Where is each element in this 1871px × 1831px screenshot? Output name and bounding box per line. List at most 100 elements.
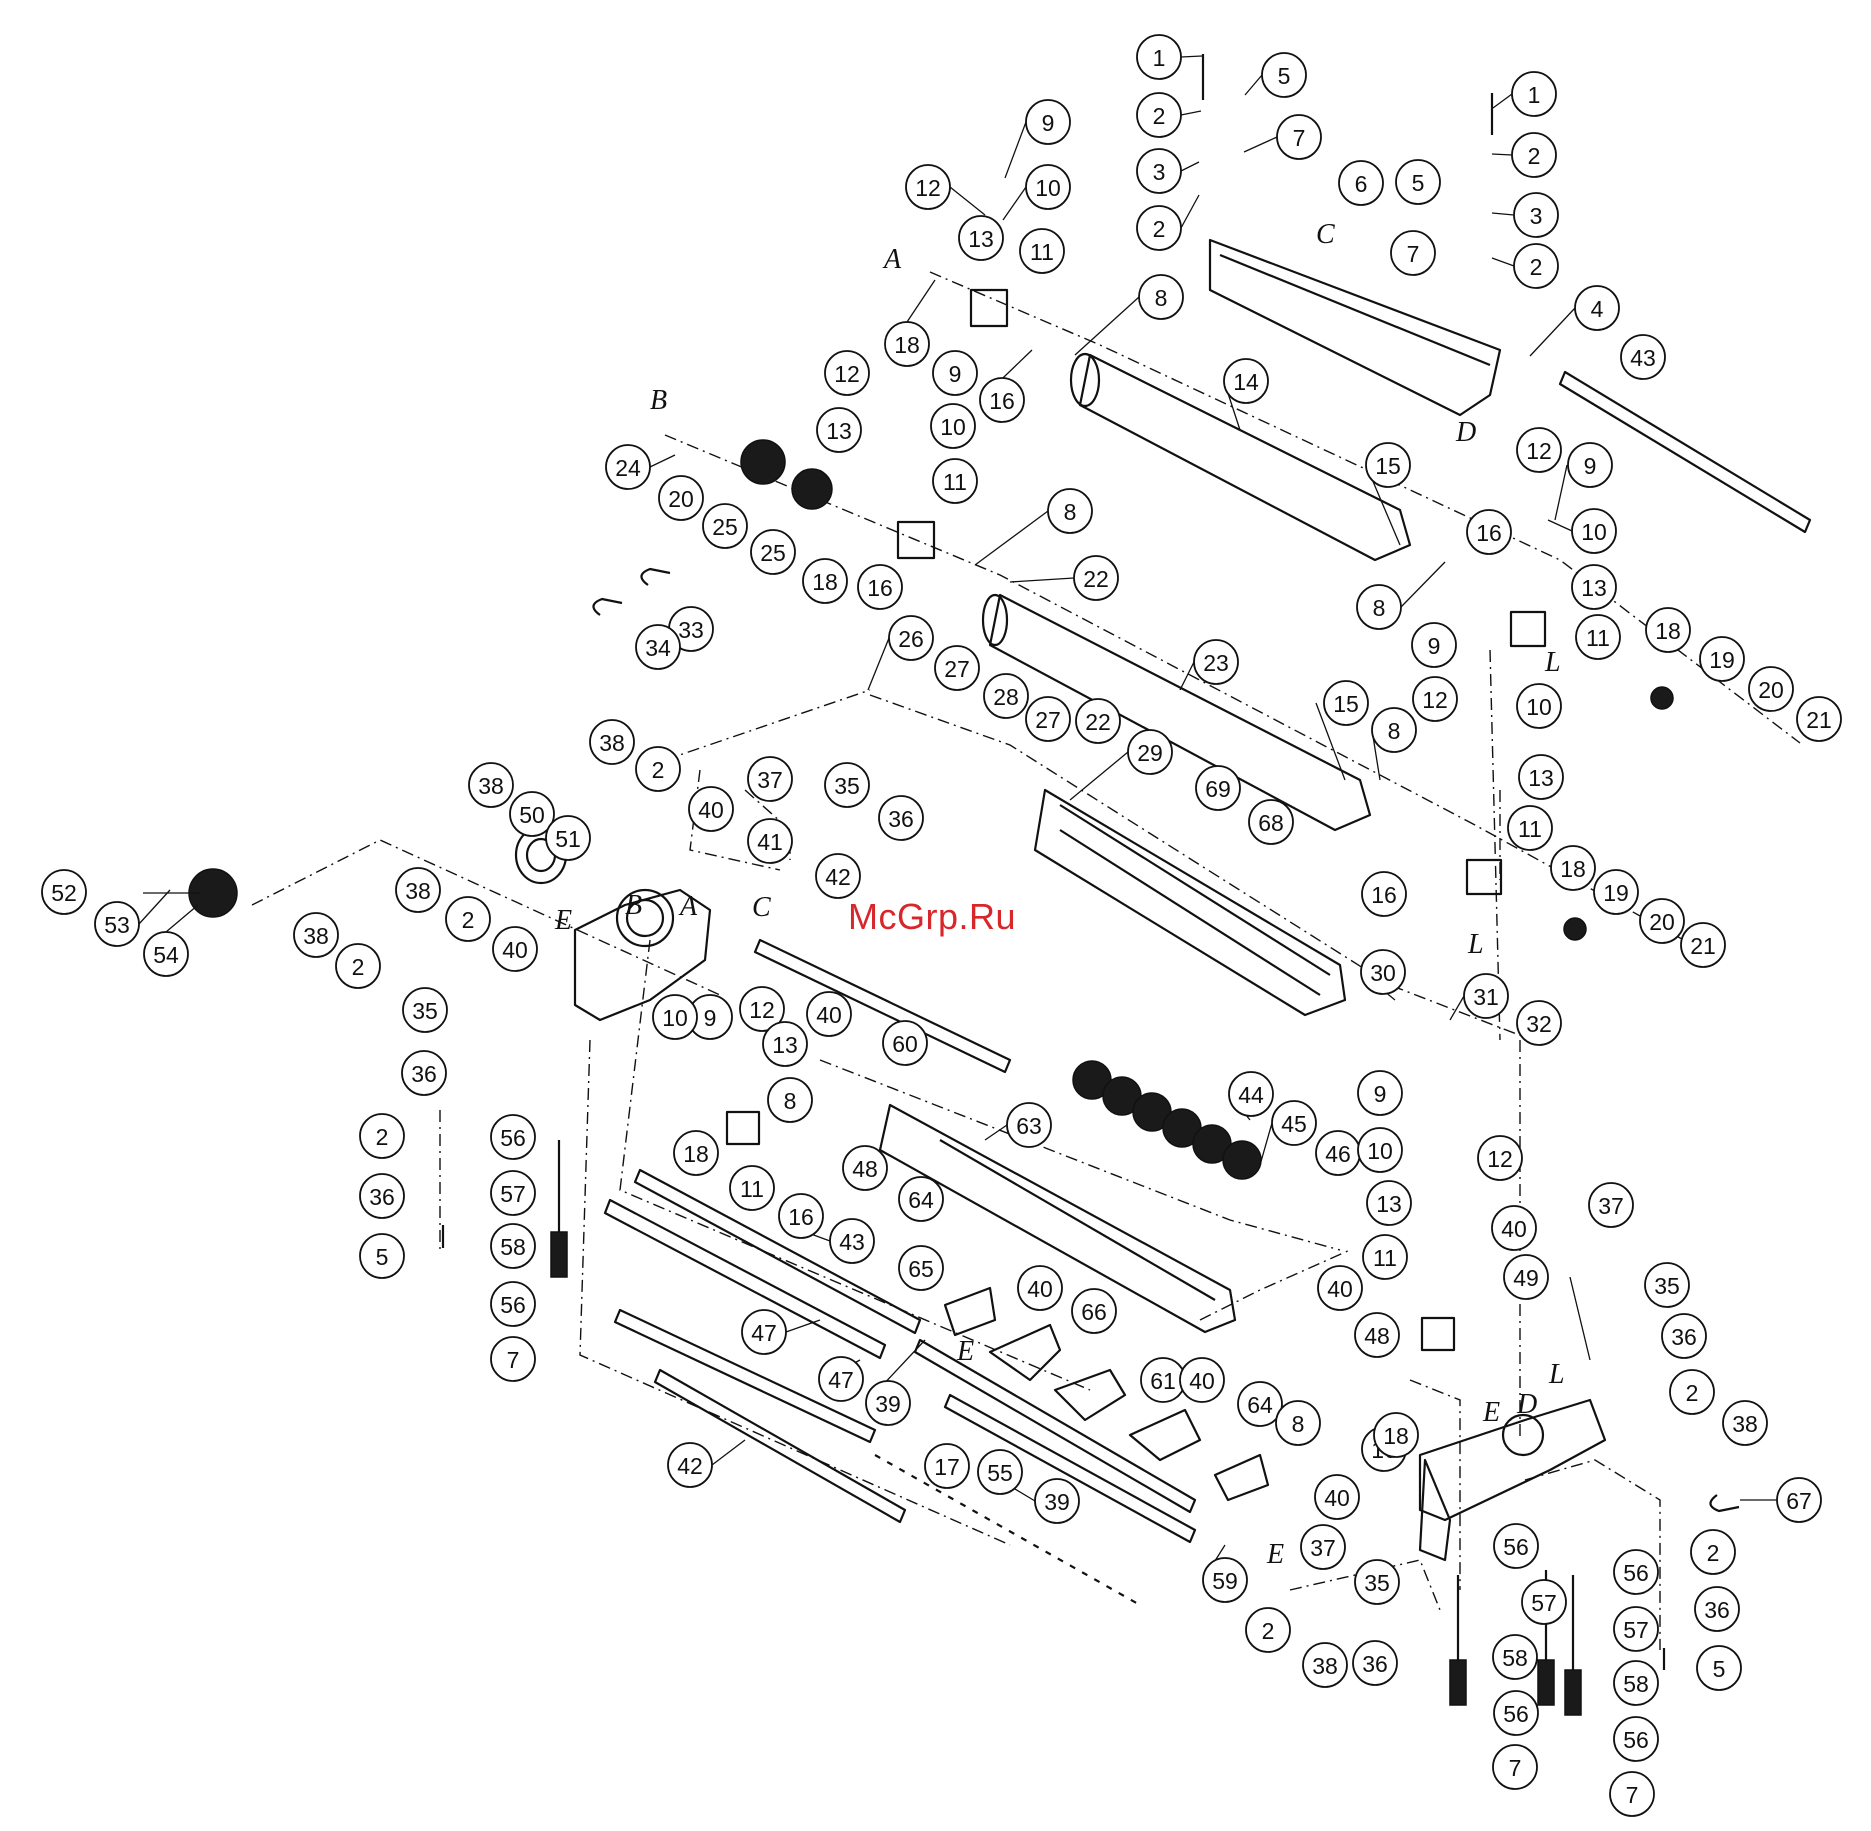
callout-11: 11 (1019, 228, 1065, 274)
callout-circle (490, 1170, 536, 1216)
callout-number: 30 (1370, 960, 1396, 986)
callout-number: 39 (875, 1391, 901, 1417)
callout-35: 35 (402, 987, 448, 1033)
callout-number: 10 (1367, 1138, 1393, 1164)
callout-number: 12 (834, 361, 860, 387)
reference-letter-d: D (1516, 1389, 1537, 1420)
callout-number: 13 (772, 1032, 798, 1058)
callout-circle (1776, 1477, 1822, 1523)
callout-circle (667, 1442, 713, 1488)
callout-58: 58 (490, 1223, 536, 1269)
callout-number: 9 (1584, 453, 1597, 479)
callout-56: 56 (490, 1114, 536, 1160)
reference-letter-c: C (752, 892, 771, 923)
callout-47: 47 (741, 1309, 787, 1355)
reference-letter-e: E (1482, 1397, 1500, 1428)
callout-circle (1136, 92, 1182, 138)
callout-12: 12 (739, 986, 785, 1032)
callout-circle (688, 786, 734, 832)
callout-circle (1571, 564, 1617, 610)
callout-number: 10 (1581, 519, 1607, 545)
callout-number: 39 (1044, 1489, 1070, 1515)
callout-25: 25 (750, 529, 796, 575)
reference-letter-b: B (625, 890, 642, 921)
callout-circle (1463, 973, 1509, 1019)
reference-letter-e: E (956, 1336, 974, 1367)
callout-number: 4 (1591, 296, 1604, 322)
callout-circle (589, 719, 635, 765)
callout-number: 40 (1327, 1276, 1353, 1302)
callout-circle (41, 869, 87, 915)
callout-37: 37 (1300, 1524, 1346, 1570)
callout-37: 37 (1588, 1182, 1634, 1228)
callout-number: 9 (1428, 633, 1441, 659)
callout-number: 66 (1081, 1299, 1107, 1325)
callout-circle (1690, 1529, 1736, 1575)
callout-42: 42 (667, 1442, 713, 1488)
callout-circle (1366, 1180, 1412, 1226)
callout-circle (359, 1233, 405, 1279)
callout-number: 37 (1310, 1535, 1336, 1561)
callout-44: 44 (1228, 1071, 1274, 1117)
callout-circle (545, 815, 591, 861)
callout-5: 5 (1261, 52, 1307, 98)
callout-16: 16 (778, 1193, 824, 1239)
callout-circle (509, 791, 555, 837)
callout-number: 56 (1503, 1701, 1529, 1727)
callout-7: 7 (490, 1336, 536, 1382)
callout-40: 40 (1179, 1357, 1225, 1403)
callout-circle (293, 912, 339, 958)
callout-number: 25 (760, 540, 786, 566)
callout-39: 39 (865, 1380, 911, 1426)
callout-number: 8 (1064, 499, 1077, 525)
callout-number: 44 (1238, 1082, 1264, 1108)
callout-number: 45 (1281, 1111, 1307, 1137)
callout-number: 11 (1518, 816, 1542, 842)
callout-2: 2 (1690, 1529, 1736, 1575)
callout-circle (605, 444, 651, 490)
callout-circle (658, 475, 704, 521)
callout-16: 16 (1466, 509, 1512, 555)
callout-27: 27 (1025, 696, 1071, 742)
callout-number: 5 (376, 1244, 389, 1270)
callout-number: 36 (1362, 1651, 1388, 1677)
callout-circle (1019, 228, 1065, 274)
callout-circle (1511, 132, 1557, 178)
callout-2: 2 (359, 1113, 405, 1159)
callout-40: 40 (492, 926, 538, 972)
callout-22: 22 (1075, 698, 1121, 744)
callout-circle (824, 350, 870, 396)
callout-9: 9 (1567, 442, 1613, 488)
callout-number: 2 (1530, 254, 1543, 280)
assembly-lines (251, 271, 1801, 1650)
callout-10: 10 (1516, 683, 1562, 729)
callout-circle (1748, 666, 1794, 712)
callout-circle (1620, 334, 1666, 380)
callout-number: 42 (825, 864, 851, 890)
callout-number: 19 (1603, 880, 1629, 906)
callout-24: 24 (605, 444, 651, 490)
callout-circle (1360, 949, 1406, 995)
callout-number: 13 (826, 418, 852, 444)
callout-circle (1669, 1369, 1715, 1415)
callout-6: 6 (1338, 160, 1384, 206)
callout-8: 8 (767, 1077, 813, 1123)
callout-number: 20 (668, 486, 694, 512)
callout-circle (1521, 1579, 1567, 1625)
callout-11: 11 (1575, 614, 1621, 660)
callout-circle (94, 901, 140, 947)
callout-circle (857, 564, 903, 610)
callout-number: 21 (1690, 933, 1716, 959)
callout-number: 63 (1016, 1113, 1042, 1139)
callout-circle (1006, 1102, 1052, 1148)
callout-circle (1193, 639, 1239, 685)
callout-number: 56 (500, 1292, 526, 1318)
callout-circle (1025, 164, 1071, 210)
callout-2: 2 (1513, 243, 1559, 289)
callout-number: 51 (555, 826, 581, 852)
callout-2: 2 (1511, 132, 1557, 178)
callout-number: 15 (1333, 691, 1359, 717)
reference-letter-b: B (650, 385, 667, 416)
callout-circle (1357, 1070, 1403, 1116)
callout-number: 65 (908, 1256, 934, 1282)
